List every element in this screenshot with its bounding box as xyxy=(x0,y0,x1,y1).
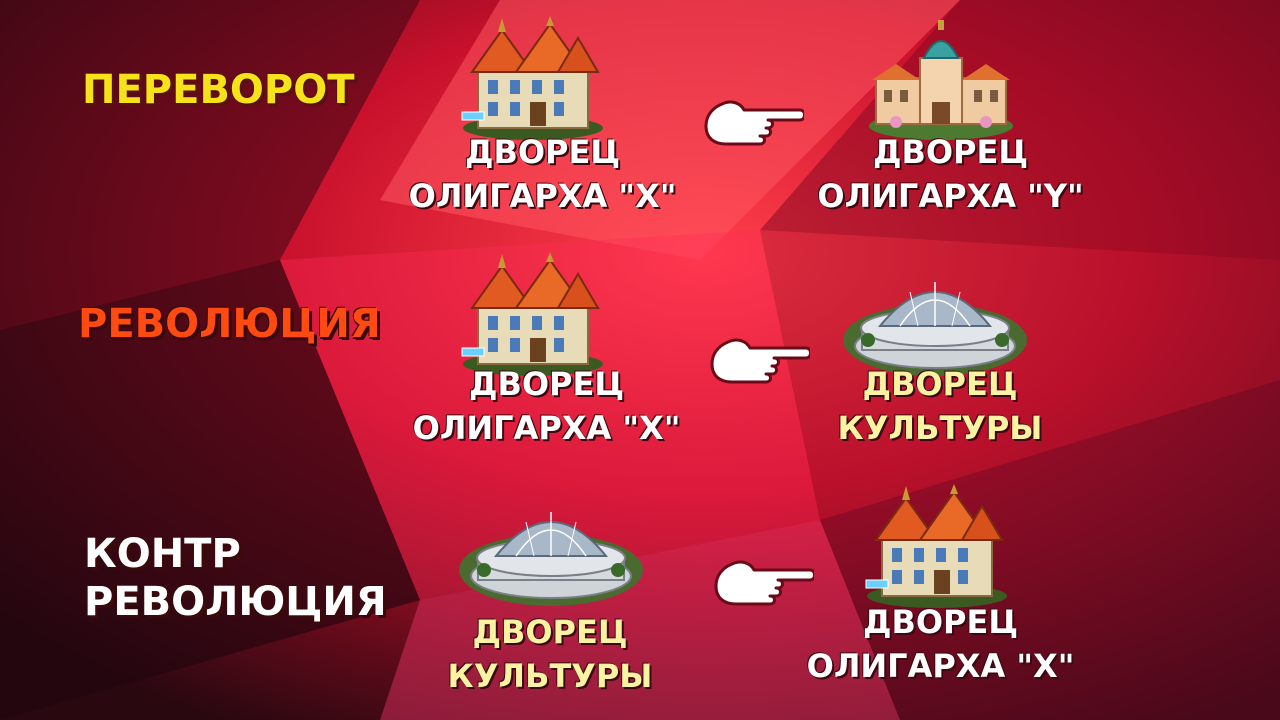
building-name-palace-x: ДВОРЕЦ ОЛИГАРХА "X" xyxy=(412,365,681,447)
domed-palace-icon xyxy=(869,20,1013,140)
pointing-hand-left-icon xyxy=(710,338,810,384)
oligarch-palace-icon xyxy=(865,484,1007,608)
pointing-hand-left-icon xyxy=(714,560,814,606)
building-name-culture-palace: ДВОРЕЦ КУЛЬТУРЫ xyxy=(447,613,653,695)
row-label-coup: ПЕРЕВОРОТ xyxy=(82,67,355,113)
pointing-hand-left-icon xyxy=(704,100,804,146)
building-name-palace-x: ДВОРЕЦ ОЛИГАРХА "X" xyxy=(408,133,677,215)
oligarch-palace-icon xyxy=(461,252,603,376)
building-name-palace-y: ДВОРЕЦ ОЛИГАРХА "Y" xyxy=(817,133,1084,215)
culture-palace-icon xyxy=(843,282,1027,376)
culture-palace-icon xyxy=(459,512,643,606)
building-name-culture-palace: ДВОРЕЦ КУЛЬТУРЫ xyxy=(837,365,1043,447)
row-label-revolution: РЕВОЛЮЦИЯ xyxy=(78,301,381,347)
row-label-counter-revolution: РЕВОЛЮЦИЯ xyxy=(84,579,387,625)
row-label-counter: КОНТР xyxy=(84,531,241,577)
oligarch-palace-icon xyxy=(461,16,603,140)
building-name-palace-x: ДВОРЕЦ ОЛИГАРХА "X" xyxy=(806,603,1075,685)
